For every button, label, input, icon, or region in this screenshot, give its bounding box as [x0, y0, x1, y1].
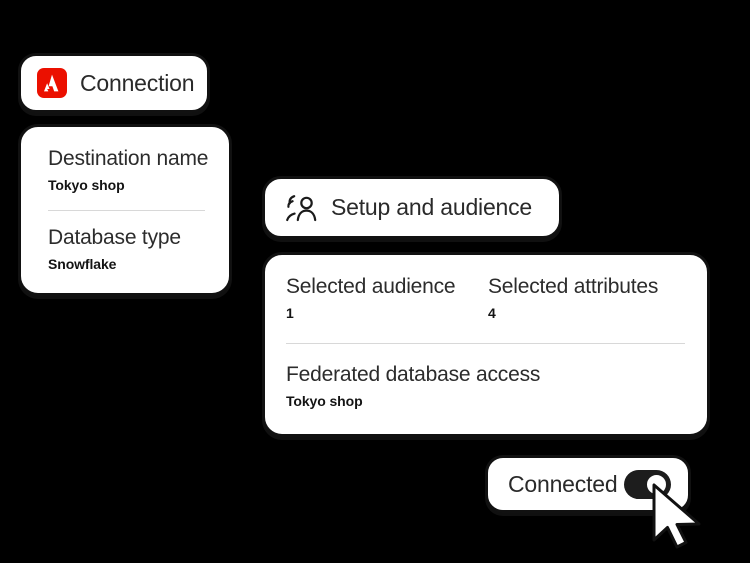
- setup-and-audience-card[interactable]: Setup and audience: [262, 176, 562, 239]
- stat-label: Selected attributes: [488, 275, 659, 298]
- access-value: Tokyo shop: [286, 393, 363, 410]
- connected-label: Connected: [508, 470, 618, 497]
- connected-status-card[interactable]: Connected: [485, 455, 691, 513]
- divider: [286, 343, 685, 345]
- stat-value: 1: [286, 305, 294, 322]
- divider: [48, 210, 205, 212]
- stat-value: 4: [488, 305, 496, 322]
- audience-icon: [285, 193, 317, 223]
- field-database-type: Database type Snowflake: [48, 226, 211, 272]
- adobe-logo-icon: [37, 68, 67, 98]
- connection-label: Connection: [80, 69, 195, 96]
- stat-selected-audience: Selected audience 1: [286, 275, 488, 321]
- connection-card[interactable]: Connection: [18, 53, 210, 113]
- field-value: Tokyo shop: [48, 177, 125, 194]
- field-label: Destination name: [48, 147, 209, 170]
- stat-selected-attributes: Selected attributes 4: [488, 275, 658, 321]
- destination-details-card: Destination name Tokyo shop Database typ…: [18, 124, 232, 296]
- toggle-knob: [645, 472, 668, 496]
- field-value: Snowflake: [48, 256, 117, 273]
- access-label: Federated database access: [286, 363, 541, 387]
- field-destination-name: Destination name Tokyo shop: [48, 147, 211, 193]
- audience-summary-card: Selected audience 1 Selected attributes …: [262, 252, 710, 437]
- connection-toggle-switch[interactable]: [624, 469, 671, 499]
- stats-row: Selected audience 1 Selected attributes …: [286, 275, 685, 321]
- stat-label: Selected audience: [286, 275, 456, 298]
- field-label: Database type: [48, 226, 181, 250]
- setup-label: Setup and audience: [331, 194, 533, 220]
- federated-database-access: Federated database access Tokyo shop: [286, 363, 685, 409]
